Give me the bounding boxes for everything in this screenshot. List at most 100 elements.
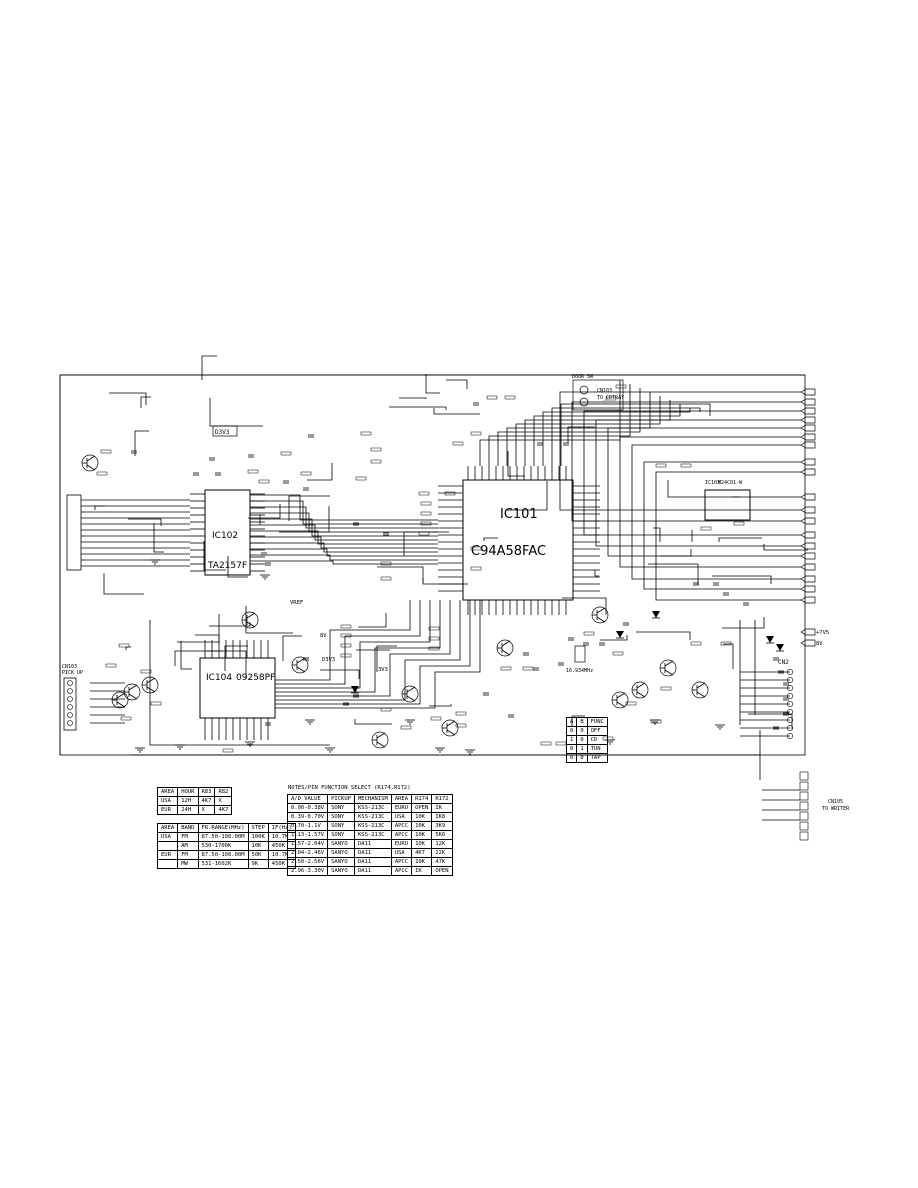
transistor-icon (496, 639, 514, 657)
cn105-ref: CN105 (828, 799, 843, 805)
resistor-icon (418, 491, 430, 496)
ic103-body (704, 489, 751, 521)
rail-vref: VREF (290, 600, 303, 606)
resistor-icon (500, 666, 512, 671)
crystal-label: 16.934MHz (566, 668, 593, 674)
transistor-icon (659, 659, 677, 677)
resistor-icon (418, 531, 430, 536)
cn2-pin-icon (786, 716, 793, 723)
resistor-icon (150, 701, 162, 706)
ic104-part: 09258PF (236, 673, 275, 683)
output-port-icon (800, 468, 816, 476)
resistor-icon (720, 641, 732, 646)
output-port-icon (800, 493, 816, 501)
ic103-ref: IC103 (705, 480, 720, 486)
output-port-icon (800, 531, 816, 539)
cn2-pin-icon (786, 724, 793, 731)
cn2-pin-icon (786, 668, 793, 675)
resistor-icon (340, 653, 352, 658)
diode-icon (766, 636, 774, 643)
cn2-pin-icon (786, 708, 793, 715)
cn2-pin-icon (786, 684, 793, 691)
resistor-icon (690, 641, 702, 646)
resistor-icon (444, 491, 456, 496)
cn105-pin-icon (799, 821, 809, 831)
rail-7v5: +7V5 (816, 630, 829, 636)
transistor-icon (401, 685, 419, 703)
resistor-icon (100, 449, 112, 454)
output-port-icon (800, 585, 816, 593)
outer-frame (59, 374, 806, 756)
resistor-icon (455, 711, 467, 716)
notes-title: NOTES/PIN FUNCTION SELECT (R174,R172) (288, 785, 411, 791)
resistor-icon (470, 566, 482, 571)
resistor-icon (700, 526, 712, 531)
output-port-icon (800, 416, 816, 424)
resistor-icon (428, 636, 440, 641)
cn2-pin-icon (786, 700, 793, 707)
cn2-pin-icon (786, 732, 793, 739)
transistor-icon (591, 606, 609, 624)
transistor-icon (141, 676, 159, 694)
resistor-icon (360, 431, 372, 436)
resistor-icon (655, 463, 667, 468)
resistor-icon (280, 451, 292, 456)
output-port-icon (800, 388, 816, 396)
tray-sub: TO_CDTRAY (597, 395, 624, 401)
output-port-icon (800, 407, 816, 415)
pickup-ref: CN103 (62, 664, 77, 670)
resistor-icon (555, 741, 567, 746)
resistor-icon (605, 396, 617, 401)
resistor-icon (222, 748, 234, 753)
ic102-ref: IC102 (212, 531, 238, 541)
resistor-icon (340, 624, 352, 629)
tray-ref: CN103 (597, 388, 612, 394)
transistor-icon (123, 683, 141, 701)
cn2-pin-icon (786, 676, 793, 683)
cn105-pin-icon (799, 791, 809, 801)
ic101-body (462, 479, 574, 601)
resistor-icon (430, 716, 442, 721)
ic101-part: C94A58FAC (471, 544, 546, 559)
rail-d3v3-top: D3V3 (215, 429, 230, 436)
rail-8v: 8V (320, 633, 327, 639)
output-port-icon (800, 575, 816, 583)
resistor-icon (258, 479, 270, 484)
output-port-icon (800, 596, 816, 604)
resistor-icon (420, 501, 432, 506)
ic101-ref: IC101 (500, 507, 538, 522)
output-port-icon (800, 517, 816, 525)
resistor-icon (118, 643, 130, 648)
rail-8v-right: 8V (816, 641, 823, 647)
transistor-icon (111, 691, 129, 709)
rail-3v3: 3V3 (378, 667, 388, 673)
ic104-ref: IC104 (206, 673, 232, 683)
diode-icon (776, 644, 784, 651)
resistor-icon (428, 626, 440, 631)
resistor-icon (380, 561, 392, 566)
output-port-icon (800, 552, 816, 560)
resistor-icon (470, 546, 482, 551)
ic103-part: M24C01-W (718, 480, 743, 486)
resistor-icon (660, 686, 672, 691)
resistor-icon (340, 643, 352, 648)
cn105-pin-icon (799, 781, 809, 791)
resistor-icon (733, 521, 745, 526)
cn105-sub: TO WRITER (822, 806, 850, 812)
output-port-icon (800, 506, 816, 514)
resistor-icon (140, 669, 152, 674)
resistor-icon (612, 651, 624, 656)
resistor-icon (247, 469, 259, 474)
ic104-body (199, 657, 276, 719)
output-port-icon (800, 458, 816, 466)
transistor-icon (691, 681, 709, 699)
resistor-icon (486, 395, 498, 400)
resistor-icon (380, 576, 392, 581)
resistor-icon (625, 701, 637, 706)
resistor-icon (455, 723, 467, 728)
diode-icon (652, 611, 660, 618)
